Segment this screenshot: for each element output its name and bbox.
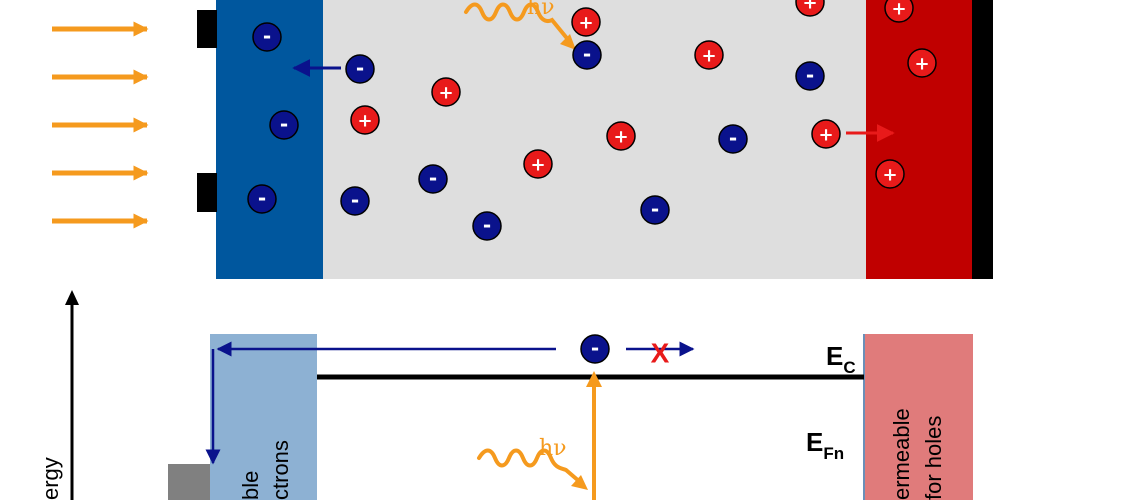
carriers-bottom: - — [580, 334, 610, 364]
svg-text:-: - — [483, 213, 491, 237]
carriers-top: - - - - - - - - - - - + + + + + + + + + + + — [247, 0, 937, 241]
hole-contact — [866, 0, 973, 279]
photon-label-bottom: hν — [539, 436, 567, 461]
left-metal-stub — [168, 464, 210, 500]
hole: + — [571, 7, 601, 37]
electron: - — [718, 124, 748, 154]
electron: - — [580, 334, 610, 364]
svg-text:-: - — [263, 24, 271, 48]
svg-text:+: + — [891, 0, 906, 20]
electron: - — [269, 110, 299, 140]
svg-text:-: - — [806, 63, 814, 87]
blocked-mark: X — [651, 338, 670, 369]
svg-text:-: - — [356, 56, 364, 80]
hole: + — [795, 0, 825, 17]
svg-text:-: - — [583, 42, 591, 66]
svg-text:+: + — [818, 125, 833, 146]
electron: - — [418, 164, 448, 194]
photon-arrowhead-top — [560, 34, 576, 50]
hole: + — [811, 119, 841, 149]
absorber-layer — [322, 0, 867, 279]
svg-text:-: - — [351, 188, 359, 212]
electron-selective-band — [210, 334, 317, 500]
efn-label: EFn — [806, 427, 844, 463]
photon-arrowhead-bottom — [571, 475, 588, 490]
svg-text:+: + — [530, 155, 545, 176]
right-band-label-line2: for holes — [921, 416, 946, 500]
left-band-label-line1: ble — [238, 471, 263, 500]
right-band-label-line1: ermeable — [889, 408, 914, 500]
photon-wave-top — [464, 2, 572, 44]
electron: - — [247, 184, 277, 214]
electron: - — [340, 186, 370, 216]
photon-wave-bottom — [477, 448, 582, 484]
hole-selective-band — [864, 334, 973, 500]
svg-text:-: - — [591, 336, 599, 360]
back-metal-contact — [972, 0, 993, 279]
svg-text:-: - — [729, 126, 737, 150]
svg-text:+: + — [701, 46, 716, 67]
svg-text:-: - — [258, 186, 266, 210]
svg-text:+: + — [914, 54, 929, 75]
electron: - — [252, 22, 282, 52]
energy-axis-label: ergy — [38, 457, 63, 500]
svg-text:-: - — [429, 166, 437, 190]
hole: + — [875, 159, 905, 189]
svg-text:+: + — [578, 13, 593, 34]
front-finger-contact-bottom — [197, 173, 217, 212]
energy-axis-arrowhead — [65, 290, 79, 305]
svg-text:-: - — [651, 197, 659, 221]
incident-light-arrows — [52, 21, 149, 229]
photon-label-top: hν — [527, 0, 555, 20]
hole: + — [694, 40, 724, 70]
hole: + — [884, 0, 914, 23]
electron: - — [345, 54, 375, 84]
ec-label: EC — [826, 341, 856, 377]
electron: - — [640, 195, 670, 225]
hole: + — [606, 121, 636, 151]
svg-text:-: - — [280, 112, 288, 136]
svg-text:+: + — [882, 165, 897, 186]
hole: + — [431, 77, 461, 107]
electron: - — [795, 61, 825, 91]
electron: - — [472, 211, 502, 241]
hole: + — [907, 48, 937, 78]
svg-text:+: + — [357, 111, 372, 132]
svg-text:+: + — [802, 0, 817, 14]
electron: - — [572, 40, 602, 70]
excitation-arrowhead — [586, 371, 602, 387]
front-finger-contact-top — [197, 10, 217, 48]
left-band-label-line2: ctrons — [268, 440, 293, 500]
hole: + — [523, 149, 553, 179]
svg-text:+: + — [613, 127, 628, 148]
hole: + — [350, 105, 380, 135]
svg-text:+: + — [438, 83, 453, 104]
